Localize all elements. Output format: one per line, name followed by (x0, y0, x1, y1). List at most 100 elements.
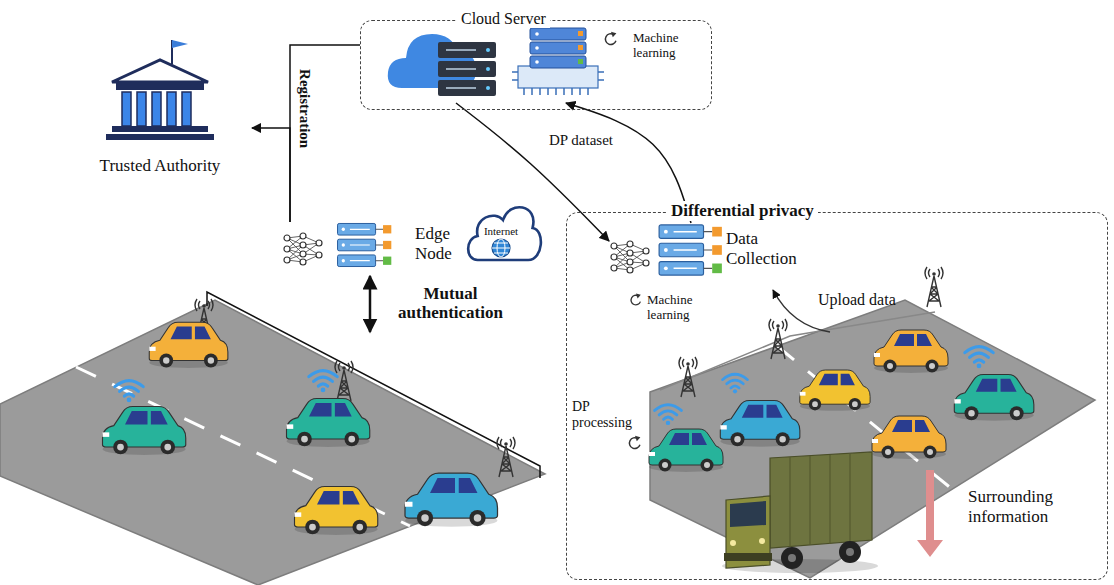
ml-server-icon-part-part (578, 45, 583, 50)
annotation-label: DP processing (572, 399, 648, 431)
surrounding-arrow (917, 470, 943, 557)
node-label: Edge Node (415, 224, 460, 263)
military-truck-part (788, 554, 796, 562)
cloud-storage-icon-part (486, 67, 490, 71)
data-collection-node: Data CollectionMachine learning (609, 223, 812, 341)
ml-server-icon-part (535, 32, 539, 64)
vehicle (103, 322, 1034, 535)
authority-building-part (172, 40, 188, 48)
ml-server-icon-part-part (530, 56, 586, 68)
trusted-authority: Trusted Authority (72, 48, 252, 180)
network-icon-part (284, 233, 322, 265)
edge-node: Edge Node (278, 222, 464, 270)
cycle-icon-part (605, 32, 616, 45)
node-label: Data Collection (726, 229, 808, 268)
authority-building-part (122, 92, 191, 126)
connector (252, 128, 290, 222)
node-label: Machine learning (633, 31, 695, 61)
wifi-signal-part (965, 347, 993, 369)
left-road-part (0, 300, 545, 585)
authority-building-part-part (167, 92, 176, 126)
vehicle-part (287, 399, 370, 447)
vehicle-part (649, 429, 723, 472)
node-label: Trusted Authority (72, 156, 248, 176)
cloud-server-region: Cloud ServerMachine learning (360, 20, 712, 110)
connector (290, 45, 360, 222)
ml-server-icon-part (578, 31, 583, 50)
military-truck-part (730, 540, 736, 546)
vehicle-part (800, 370, 870, 411)
wifi-signal (115, 347, 993, 426)
military-truck (722, 452, 878, 573)
authority-building-part (116, 82, 204, 90)
ml-server-icon-part-part (578, 31, 583, 36)
authority-building-part-part (182, 92, 191, 126)
network-icon (284, 233, 649, 273)
internet-cloud: Internet (465, 190, 541, 262)
vehicle-part (720, 401, 800, 447)
annotation-label: Upload data (818, 291, 896, 309)
server-icon-part (659, 225, 722, 275)
globe-icon-part (492, 239, 510, 257)
ml-server-icon-part-part (530, 28, 586, 40)
left-road (0, 300, 545, 585)
node-label: Differential privacy (667, 201, 818, 221)
military-truck-part (770, 452, 872, 548)
ml-server: Machine learning (421, 27, 706, 103)
node-label: Cloud Server (457, 10, 550, 28)
right-road (650, 300, 1095, 578)
cell-tower-part (925, 267, 943, 307)
globe-icon-part (492, 243, 510, 253)
ml-server-icon-part-part (530, 42, 586, 54)
annotation-label: Mutual authentication (388, 284, 513, 323)
cloud-storage-icon (388, 34, 496, 96)
node-label: Internet (465, 225, 537, 238)
authority-building-part-part (152, 92, 161, 126)
vehicle-part (874, 330, 948, 373)
server-icon (338, 223, 722, 275)
vehicle-part (405, 473, 498, 527)
vehicle-part (103, 407, 186, 455)
military-truck-part (790, 454, 850, 547)
wifi-signal-part (723, 374, 748, 393)
cycle-icon-part (629, 436, 640, 449)
ml-server-icon-part (578, 59, 583, 64)
edge-label: Registration (295, 69, 312, 148)
vehicle-part (149, 322, 228, 368)
cell-tower-part (497, 437, 515, 477)
vehicle-part (954, 375, 1034, 421)
right-road-part (650, 300, 1095, 578)
ml-server-icon-part-part (535, 46, 539, 50)
cloud-storage-icon-part (446, 50, 476, 88)
military-truck-part (759, 538, 765, 544)
ml-server-icon-part (530, 28, 586, 68)
authority-building-part-part (122, 92, 131, 126)
authority-building-part (106, 134, 214, 140)
cycle-icon (605, 32, 640, 449)
globe-icon (492, 239, 510, 257)
vehicle-part (295, 487, 378, 535)
military-truck-part (724, 553, 772, 561)
edge-label: DP dataset (545, 132, 617, 149)
ml-server-icon-part (518, 66, 598, 88)
authority-building-part-part (137, 92, 146, 126)
cloud-storage-icon-part (486, 48, 490, 52)
wifi-signal-part (309, 371, 337, 393)
cell-tower (195, 267, 943, 477)
military-truck-part (846, 548, 854, 556)
coverage-line (207, 292, 935, 478)
cloud-storage-icon-part (486, 86, 490, 90)
ml-server-icon (512, 28, 604, 95)
military-truck-part (781, 547, 803, 569)
cell-tower-part (679, 357, 697, 397)
server-icon-part (338, 223, 392, 266)
cell-tower-part (769, 319, 787, 359)
wifi-signal-part (115, 381, 143, 403)
military-truck-part (730, 501, 766, 527)
ml-server-icon-part (512, 72, 604, 95)
authority-building-part (112, 126, 208, 132)
